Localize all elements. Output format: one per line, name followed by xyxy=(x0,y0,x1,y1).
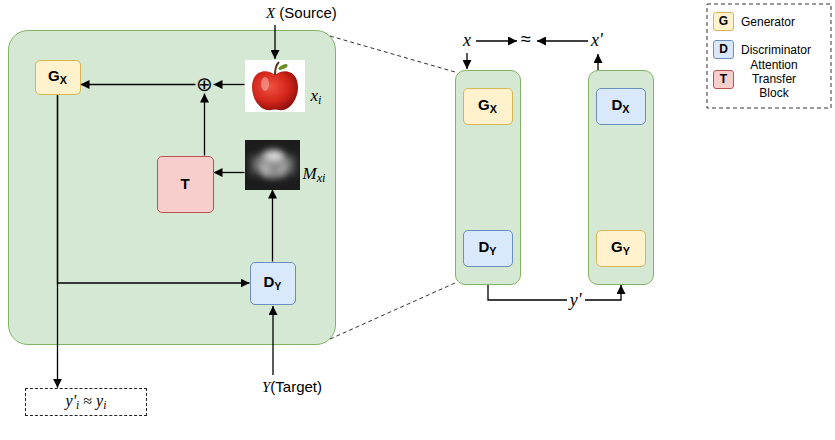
legend-frame xyxy=(707,4,831,108)
flow-arrow xyxy=(214,172,245,173)
text-run: D xyxy=(611,96,622,113)
legend-text: Discriminator xyxy=(741,43,811,57)
attention-box: T xyxy=(157,156,214,213)
block-label: GY xyxy=(611,238,630,257)
generator-box: GX xyxy=(35,60,81,95)
text-run: T xyxy=(180,175,189,192)
text-run: Y xyxy=(274,280,281,292)
legend-letter: G xyxy=(719,15,728,29)
block-label: GX xyxy=(478,96,497,115)
block-label: DY xyxy=(263,273,281,292)
output-label: y'i ≈ yi xyxy=(66,392,107,412)
text-run: D xyxy=(263,273,274,290)
edge-group xyxy=(58,85,622,388)
image-label: xi xyxy=(311,86,322,107)
apple-picture xyxy=(245,60,305,112)
sum-operator: ⊕ xyxy=(196,76,214,94)
text-run: x xyxy=(463,30,471,50)
text-run: X xyxy=(622,103,629,115)
legend-swatch: D xyxy=(713,40,734,59)
text-run: y' xyxy=(570,290,582,310)
text-run: x xyxy=(311,86,319,105)
text-run: G xyxy=(48,67,60,84)
text-run: X xyxy=(60,74,67,86)
block-label: DX xyxy=(611,96,629,115)
flow-arrow xyxy=(488,285,621,300)
text-run: X xyxy=(490,103,497,115)
math-symbol: x' xyxy=(591,30,603,51)
cycle-panel: GX DY xyxy=(455,70,521,285)
zoom-lines xyxy=(330,36,455,339)
text-run: G xyxy=(719,14,728,28)
output-box: y'i ≈ yi xyxy=(25,388,147,416)
legend-text: Generator xyxy=(741,15,795,29)
text-run: D xyxy=(719,42,728,56)
text-run: xi xyxy=(317,171,326,185)
cycle-panel: DX GY xyxy=(588,70,654,285)
compare-arrow xyxy=(537,40,588,41)
text-run: Y xyxy=(489,245,496,257)
legend-text: Attention Transfer Block xyxy=(741,58,807,100)
block-label: DY xyxy=(478,238,496,257)
text-run: (Source) xyxy=(275,4,337,21)
text-run: Y xyxy=(623,245,630,257)
generator-box: GY xyxy=(596,230,646,267)
edge-label: y' xyxy=(567,290,585,311)
discriminator-box: DX xyxy=(596,88,646,125)
block-label: GX xyxy=(48,67,67,86)
text-run: Y xyxy=(262,379,270,395)
text-run: ⊕ xyxy=(196,72,213,96)
input-arrow xyxy=(466,53,467,69)
attention-map: Mxi xyxy=(245,140,300,190)
block-label: T xyxy=(180,175,189,192)
text-run: y' xyxy=(66,392,77,409)
text-run: y xyxy=(96,392,103,409)
text-run: T xyxy=(720,72,727,86)
output-arrow xyxy=(597,54,598,70)
image-label: Mxi xyxy=(303,164,326,185)
domain-label: Y(Target) xyxy=(262,378,322,396)
compare-arrow xyxy=(476,40,517,41)
approx-symbol: ≈ xyxy=(521,29,531,50)
flow-arrow xyxy=(204,94,205,156)
text-run: G xyxy=(611,238,623,255)
legend-letter: T xyxy=(720,73,727,87)
text-run: x' xyxy=(591,30,603,50)
text-run: M xyxy=(303,164,317,183)
text-run: X xyxy=(266,5,275,21)
generator-box: GX xyxy=(463,88,513,125)
text-run: i xyxy=(318,93,321,107)
legend-letter: D xyxy=(719,43,728,57)
text-run: D xyxy=(478,238,489,255)
domain-label: X (Source) xyxy=(266,4,337,22)
discriminator-box: DY xyxy=(463,230,513,267)
text-run: i xyxy=(103,399,106,411)
flow-arrow xyxy=(81,84,196,85)
text-run: ≈ xyxy=(521,29,531,49)
zoom-line xyxy=(330,36,455,72)
flow-arrow xyxy=(58,95,250,284)
static-arrows xyxy=(273,25,598,375)
operator-symbol: ⊕ xyxy=(196,73,213,96)
flow-arrow xyxy=(272,190,273,262)
zoom-line xyxy=(330,283,455,339)
discriminator-box: DY xyxy=(250,262,296,305)
source-arrow xyxy=(274,25,275,59)
text-run: ≈ xyxy=(79,392,96,409)
legend-swatch: G xyxy=(713,12,734,31)
legend-swatch: T xyxy=(713,70,734,89)
math-symbol: x xyxy=(463,30,471,51)
attention-map-picture xyxy=(245,140,300,190)
text-run: (Target) xyxy=(270,378,322,395)
target-arrow xyxy=(272,306,273,375)
text-run: G xyxy=(478,96,490,113)
flow-arrow xyxy=(214,84,245,85)
source-image: xi xyxy=(245,60,305,112)
text-run: i xyxy=(76,399,79,411)
